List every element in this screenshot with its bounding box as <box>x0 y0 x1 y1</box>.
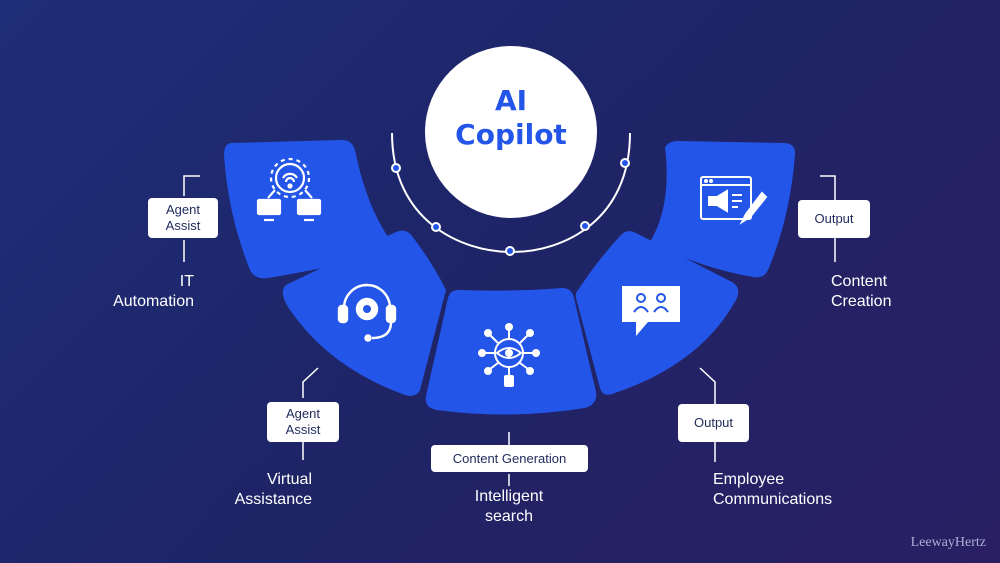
label-intelligent-search: Intelligent search <box>474 488 544 525</box>
center-title: AI Copilot <box>430 84 592 152</box>
center-circle <box>425 46 597 218</box>
arc-node <box>580 221 590 231</box>
gear-wifi-network-icon <box>256 157 322 222</box>
leader-line <box>820 175 836 200</box>
leader-line <box>302 367 319 398</box>
tag-virtual-assistance: Agent Assist <box>267 402 339 442</box>
browser-megaphone-pen-icon <box>700 176 768 225</box>
tag-employee-communications: Output <box>678 404 749 442</box>
tag-content-creation: Output <box>798 200 870 238</box>
leader-line <box>183 175 200 196</box>
arc-node <box>505 246 515 256</box>
center-title-line2: Copilot <box>455 118 567 151</box>
arc-node <box>431 222 441 232</box>
tag-it-automation: Agent Assist <box>148 198 218 238</box>
center-title-line1: AI <box>494 84 528 117</box>
headset-gear-icon <box>337 283 397 342</box>
label-employee-communications: Employee Communications <box>713 471 833 508</box>
tag-intelligent-search: Content Generation <box>431 445 588 472</box>
label-content-creation: Content Creation <box>831 273 892 310</box>
brand-logo: LeewayHertz <box>910 535 986 550</box>
arc-node <box>620 158 630 168</box>
leader-line <box>699 367 716 404</box>
chat-people-icon <box>622 286 680 336</box>
eye-search-network-icon <box>478 323 540 387</box>
label-virtual-assistance: Virtual Assistance <box>234 471 312 508</box>
arc-node <box>391 163 401 173</box>
label-it-automation: IT Automation <box>113 273 194 310</box>
